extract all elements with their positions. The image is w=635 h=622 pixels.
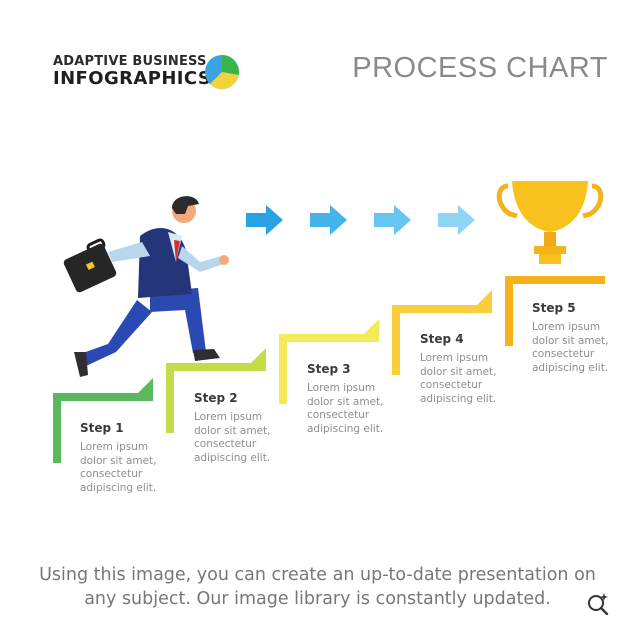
page-title: PROCESS CHART <box>352 52 608 84</box>
caption-line1: Using this image, you can create an up-t… <box>39 565 596 585</box>
step-1-label: Step 1 <box>80 421 124 435</box>
step-bar-2 <box>166 348 266 433</box>
step-5-text: Lorem ipsum dolor sit amet, consectetur … <box>532 321 609 374</box>
caption-line2: any subject. Our image library is consta… <box>84 589 551 609</box>
step-bar-3 <box>279 319 379 404</box>
brand-logo-icon <box>205 55 239 89</box>
brand-line2: INFOGRAPHICS <box>53 68 212 89</box>
arrow-4 <box>438 205 475 235</box>
caption: Using this image, you can create an up-t… <box>0 563 635 611</box>
brand-line1: ADAPTIVE BUSINESS <box>53 54 207 69</box>
brand: ADAPTIVE BUSINESS INFOGRAPHICS <box>53 54 211 89</box>
step-bar-4 <box>392 290 492 375</box>
trophy-icon <box>496 181 604 264</box>
running-businessman <box>74 196 229 377</box>
step-2-label: Step 2 <box>194 391 238 405</box>
step-bar-5 <box>505 276 605 346</box>
step-2-text: Lorem ipsum dolor sit amet, consectetur … <box>194 411 271 464</box>
arrow-2 <box>310 205 347 235</box>
step-5-label: Step 5 <box>532 301 576 315</box>
arrow-3 <box>374 205 411 235</box>
step-3-label: Step 3 <box>307 362 351 376</box>
step-4-label: Step 4 <box>420 332 464 346</box>
arrow-1 <box>246 205 283 235</box>
step-3-text: Lorem ipsum dolor sit amet, consectetur … <box>307 382 384 435</box>
visual-search-icon[interactable] <box>586 591 610 615</box>
step-1-text: Lorem ipsum dolor sit amet, consectetur … <box>80 441 157 494</box>
briefcase-icon <box>63 238 117 293</box>
step-bar-1 <box>53 378 153 463</box>
step-4-text: Lorem ipsum dolor sit amet, consectetur … <box>420 352 497 405</box>
